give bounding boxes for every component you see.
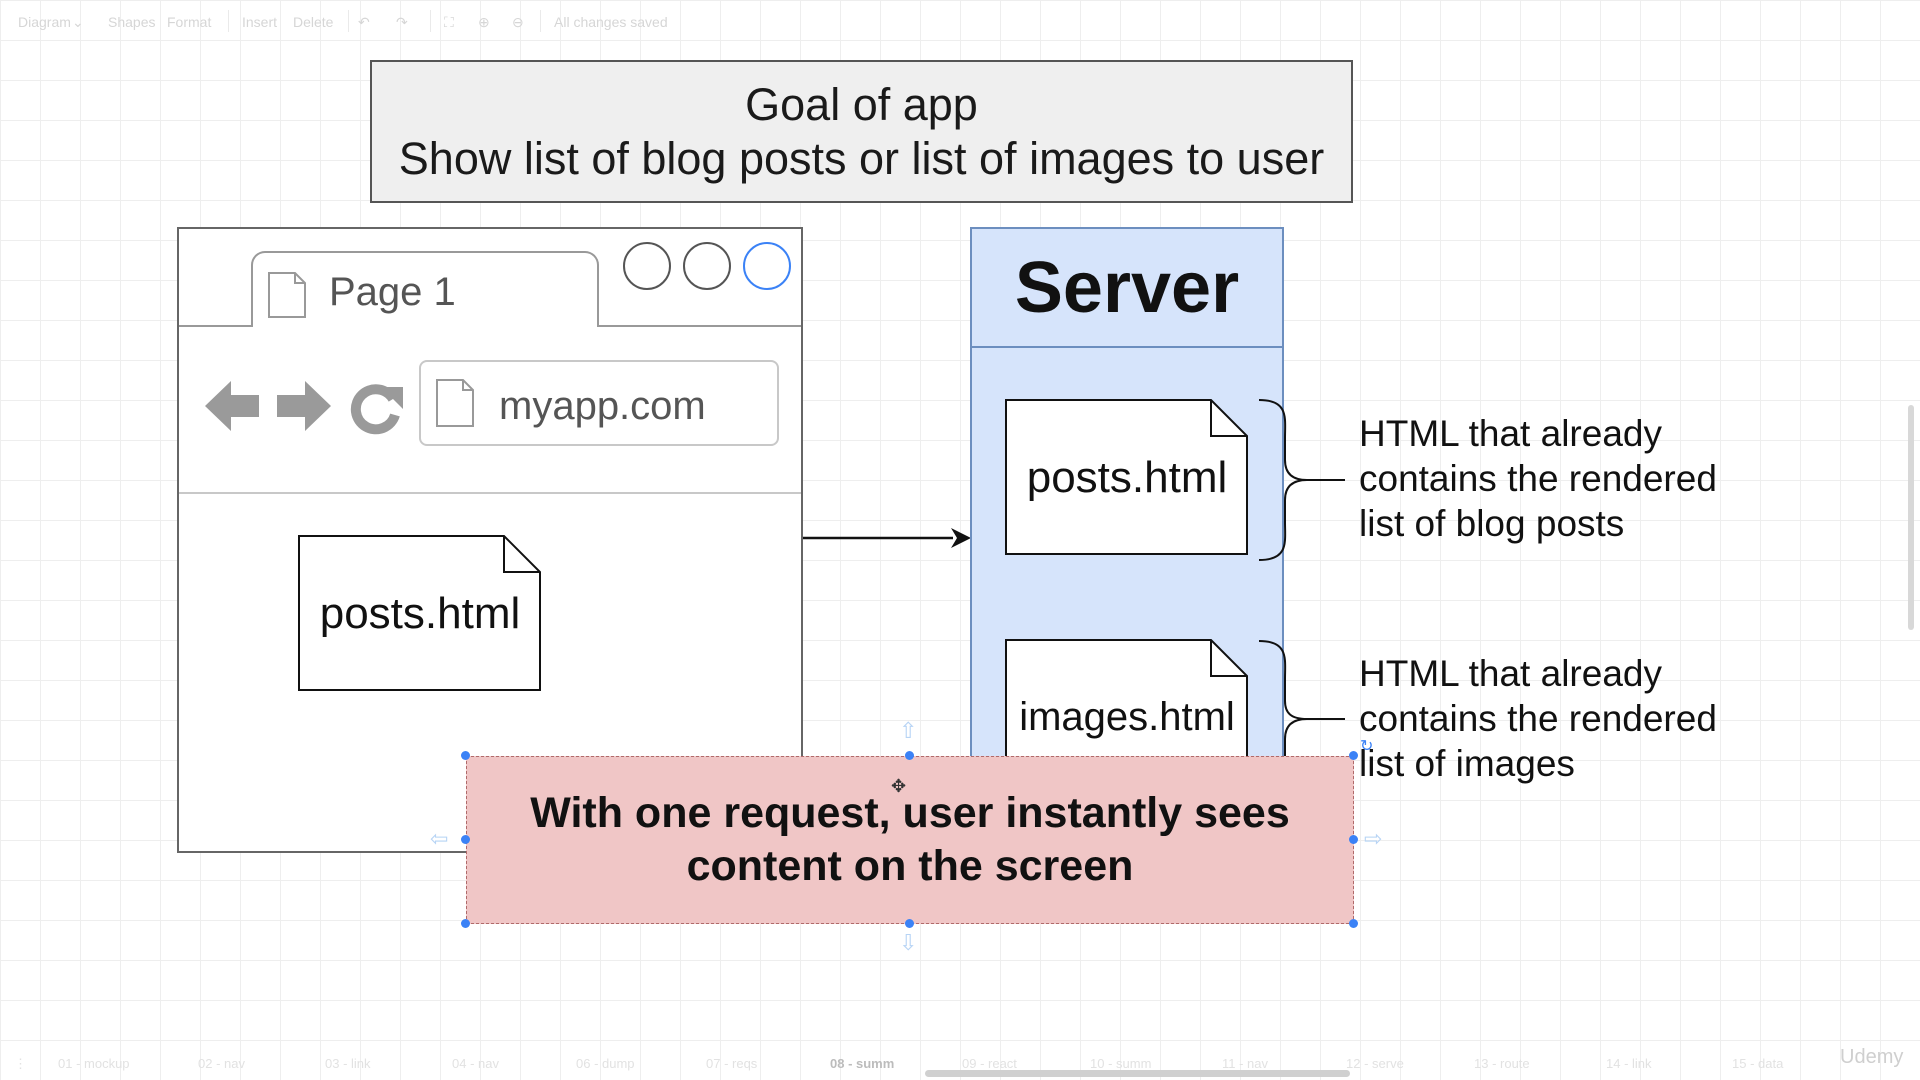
note-line: HTML that already [1359, 653, 1662, 694]
page-tab[interactable]: 15 - data [1732, 1056, 1784, 1071]
nav-divider [179, 492, 801, 494]
page-tabs-menu-icon[interactable]: ⋮ [14, 1056, 27, 1071]
move-cursor-icon: ✥ [891, 776, 907, 796]
posts-note[interactable]: HTML that already contains the rendered … [1359, 411, 1717, 546]
request-arrow [803, 528, 971, 548]
shapes-menu[interactable]: Shapes [108, 14, 156, 30]
format-menu[interactable]: Format [167, 14, 212, 30]
note-line: list of images [1359, 743, 1575, 784]
posts-document-browser[interactable]: posts.html [298, 535, 542, 691]
document-label: posts.html [319, 589, 521, 638]
note-line: list of blog posts [1359, 503, 1625, 544]
curly-brace [1258, 399, 1345, 561]
browser-mockup[interactable]: Page 1 myapp.com posts.html [177, 227, 803, 853]
page-tab[interactable]: 12 - serve [1346, 1056, 1404, 1071]
connect-down-arrow-icon[interactable]: ⇩ [899, 930, 918, 955]
page-tab[interactable]: 11 - nav [1222, 1056, 1269, 1071]
page-tab[interactable]: 04 - nav [452, 1056, 499, 1071]
brand-watermark: Udemy [1840, 1046, 1904, 1068]
note-line: HTML that already [1359, 413, 1662, 454]
zoom-in-icon[interactable]: ⊕ [478, 14, 490, 30]
page-tab[interactable]: 02 - nav [198, 1056, 245, 1071]
url-text: myapp.com [499, 384, 706, 428]
page-tab[interactable]: 01 - mockup [58, 1056, 130, 1071]
server-title: Server [972, 229, 1282, 348]
address-bar: myapp.com [419, 360, 779, 446]
note-line: contains the rendered [1359, 698, 1717, 739]
back-arrow-icon [205, 381, 259, 431]
document-label: images.html [1019, 695, 1235, 739]
resize-handle[interactable] [461, 751, 470, 760]
chevron-down-icon[interactable]: ⌄ [72, 14, 84, 30]
resize-handle[interactable] [905, 919, 914, 928]
page-tab[interactable]: 13 - route [1474, 1056, 1530, 1071]
images-document-server[interactable]: images.html [1005, 639, 1249, 759]
connect-up-arrow-icon[interactable]: ⇧ [899, 718, 918, 743]
page-tabs: ⋮ 01 - mockup 02 - nav 03 - link 04 - na… [0, 1046, 1920, 1080]
window-control-circle [623, 242, 671, 290]
horizontal-scrollbar[interactable] [925, 1070, 1350, 1077]
page-icon [268, 272, 306, 318]
insert-menu[interactable]: Insert [242, 14, 278, 30]
page-icon [436, 379, 474, 427]
delete-button[interactable]: Delete [293, 14, 334, 30]
vertical-scrollbar[interactable] [1908, 405, 1914, 630]
undo-icon[interactable]: ↶ [358, 14, 370, 30]
save-status: All changes saved [554, 14, 668, 30]
window-control-circle [743, 242, 791, 290]
resize-handle[interactable] [461, 835, 470, 844]
callout-box[interactable]: With one request, user instantly sees co… [466, 756, 1354, 924]
forward-arrow-icon [277, 381, 331, 431]
resize-handle[interactable] [461, 919, 470, 928]
rotate-handle-icon[interactable]: ↻ [1360, 738, 1374, 755]
images-note[interactable]: HTML that already contains the rendered … [1359, 651, 1717, 786]
zoom-out-icon[interactable]: ⊖ [512, 14, 524, 30]
posts-document-server[interactable]: posts.html [1005, 399, 1249, 555]
goal-description: Show list of blog posts or list of image… [398, 132, 1325, 184]
refresh-icon [350, 384, 403, 435]
document-label: posts.html [1026, 453, 1228, 502]
page-tab[interactable]: 10 - summ [1090, 1056, 1152, 1071]
page-tab-active[interactable]: 08 - summ [830, 1056, 895, 1071]
connect-left-arrow-icon[interactable]: ⇦ [430, 826, 449, 851]
window-control-circle [683, 242, 731, 290]
callout-line: content on the screen [686, 842, 1134, 890]
goal-title: Goal of app [745, 78, 978, 130]
page-tab[interactable]: 14 - link [1606, 1056, 1652, 1071]
browser-tab: Page 1 [251, 251, 599, 327]
connect-right-arrow-icon[interactable]: ⇨ [1364, 826, 1383, 851]
goal-box[interactable]: Goal of app Show list of blog posts or l… [370, 60, 1353, 203]
resize-handle[interactable] [1349, 835, 1358, 844]
fullscreen-icon[interactable]: ⛶ [444, 14, 454, 30]
resize-handle[interactable] [1349, 751, 1358, 760]
page-tab[interactable]: 09 - react [962, 1056, 1017, 1071]
redo-icon[interactable]: ↷ [396, 14, 408, 30]
diagram-menu[interactable]: Diagram [18, 14, 71, 30]
resize-handle[interactable] [905, 751, 914, 760]
curly-brace [1258, 640, 1345, 757]
resize-handle[interactable] [1349, 919, 1358, 928]
page-tab[interactable]: 07 - reqs [706, 1056, 758, 1071]
page-tab[interactable]: 03 - link [325, 1056, 371, 1071]
page-tab[interactable]: 06 - dump [576, 1056, 635, 1071]
note-line: contains the rendered [1359, 458, 1717, 499]
toolbar: Diagram ⌄ Shapes Format Insert Delete ↶ … [0, 0, 1920, 44]
tab-title: Page 1 [329, 270, 456, 314]
callout-line: With one request, user instantly sees [530, 789, 1290, 837]
